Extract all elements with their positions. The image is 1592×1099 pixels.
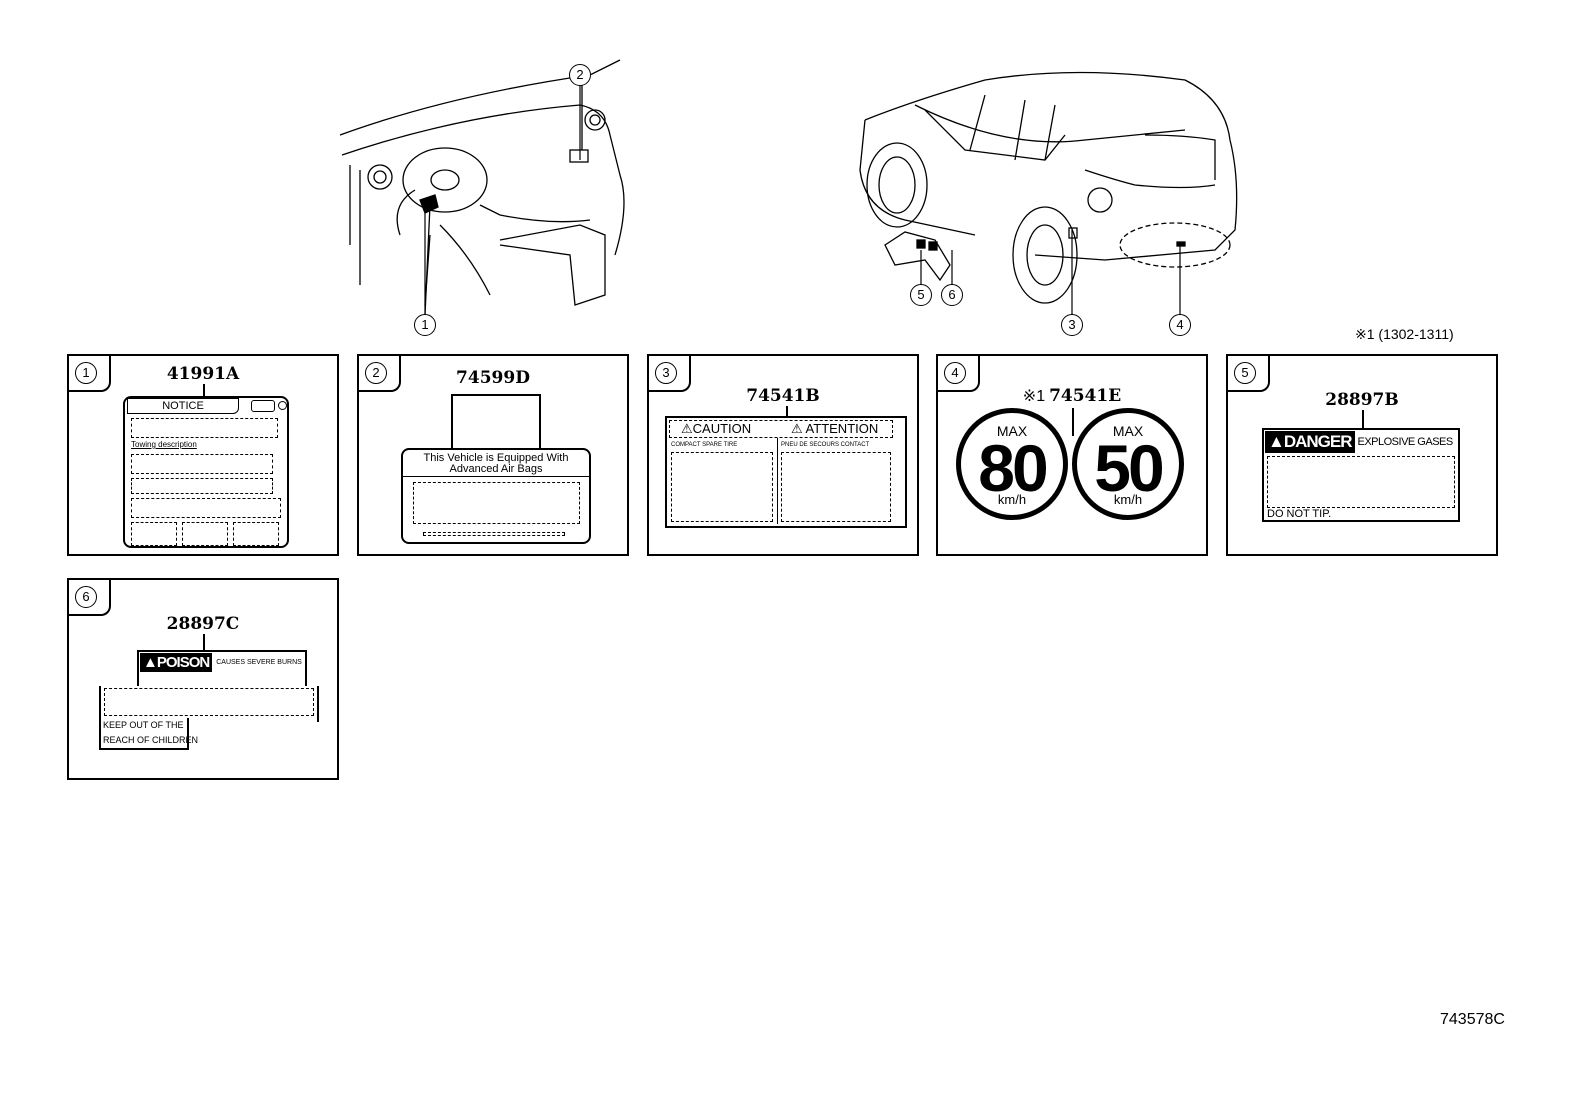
panel-74599D: 2 74599D This Vehicle is Equipped With A… [357, 354, 629, 556]
caution-subheader: COMPACT SPARE TIRE [671, 442, 738, 448]
danger-headline: EXPLOSIVE GASES [1357, 436, 1454, 448]
attention-header: ⚠ ATTENTION [791, 421, 879, 436]
callout-3: 3 [1061, 314, 1083, 336]
unit-text: km/h [997, 492, 1027, 507]
battery-danger-label: ▲DANGER EXPLOSIVE GASES DO NOT TIP. [1262, 428, 1460, 522]
notice-subheader: Towing description [131, 440, 197, 449]
warning-triangle-icon: ▲ [143, 654, 158, 671]
panel-index: 6 [75, 586, 97, 608]
panel-41991A: 1 41991A NOTICE Towing description [67, 354, 339, 556]
panel-28897C: 6 28897C ▲POISON CAUSES SEVERE BURNS KEE… [67, 578, 339, 780]
poison-headline: CAUSES SEVERE BURNS [216, 659, 302, 666]
notice-header: NOTICE [127, 398, 239, 414]
callout-5: 5 [910, 284, 932, 306]
airbag-label: This Vehicle is Equipped With Advanced A… [401, 448, 591, 544]
speed-value: 80 [978, 431, 1048, 505]
callout-1: 1 [414, 314, 436, 336]
no-tow-icon [182, 522, 228, 546]
part-number: 28897C [166, 614, 240, 634]
caution-header: ⚠CAUTION [681, 421, 752, 436]
danger-footer: DO NOT TIP. [1267, 508, 1332, 520]
speed-sign-50: MAX 50 km/h [1072, 408, 1184, 520]
max-text: MAX [1112, 423, 1144, 439]
drawing-code: 743578C [1440, 1011, 1505, 1028]
poison-word: POISON [156, 654, 210, 671]
part-number: 28897B [1325, 390, 1399, 410]
danger-signal: ▲DANGER [1265, 431, 1355, 453]
callout-4: 4 [1169, 314, 1191, 336]
airbag-line-2: Advanced Air Bags [449, 463, 543, 475]
unit-text: km/h [1113, 492, 1143, 507]
poison-footer-1: KEEP OUT OF THE [103, 720, 184, 730]
footnote-date-range: ※1 (1302-1311) [1355, 326, 1454, 342]
notice-label: NOTICE Towing description [123, 396, 289, 548]
poison-label-footer: KEEP OUT OF THE REACH OF CHILDREN [99, 718, 198, 750]
panel-index: 4 [944, 362, 966, 384]
speed-value: 50 [1094, 431, 1164, 505]
panel-index: 1 [75, 362, 97, 384]
callout-2: 2 [569, 64, 591, 86]
warning-triangle-icon: ▲ [1268, 432, 1285, 451]
dashboard-illustration [339, 59, 625, 315]
danger-word: DANGER [1283, 432, 1353, 451]
panel-index: 3 [655, 362, 677, 384]
attention-subheader: PNEU DE SECOURS CONTACT [781, 442, 870, 448]
footnote-marker: ※1 [1022, 388, 1046, 405]
max-text: MAX [996, 423, 1028, 439]
no-tow-icon [233, 522, 279, 546]
panel-74541B: 3 74541B ⚠CAUTION ⚠ ATTENTION COMPACT SP… [647, 354, 919, 556]
part-number: 74599D [456, 368, 530, 388]
panel-index: 2 [365, 362, 387, 384]
poison-label-top: ▲POISON CAUSES SEVERE BURNS [137, 650, 307, 688]
part-number: 74541B [746, 386, 820, 406]
vehicle-rear-illustration [859, 71, 1238, 304]
panel-74541E: 4 ※1 74541E MAX 80 km/h MAX 50 km/h [936, 354, 1208, 556]
part-number: 41991A [166, 364, 240, 384]
panel-28897B: 5 28897B ▲DANGER EXPLOSIVE GASES DO NOT … [1226, 354, 1498, 556]
callout-6: 6 [941, 284, 963, 306]
poison-label-body [99, 686, 319, 722]
part-number-row: ※1 74541E [938, 386, 1206, 406]
no-tow-icon [131, 522, 177, 546]
airbag-line-1: This Vehicle is Equipped With [423, 452, 569, 464]
poison-footer-2: REACH OF CHILDREN [103, 735, 199, 745]
part-number: 74541E [1049, 386, 1122, 406]
panel-index: 5 [1234, 362, 1256, 384]
poison-signal: ▲POISON [140, 653, 213, 672]
callout-leaders [424, 86, 1181, 315]
spare-tire-label: ⚠CAUTION ⚠ ATTENTION COMPACT SPARE TIRE … [665, 416, 907, 528]
speed-sign-80: MAX 80 km/h [956, 408, 1068, 520]
